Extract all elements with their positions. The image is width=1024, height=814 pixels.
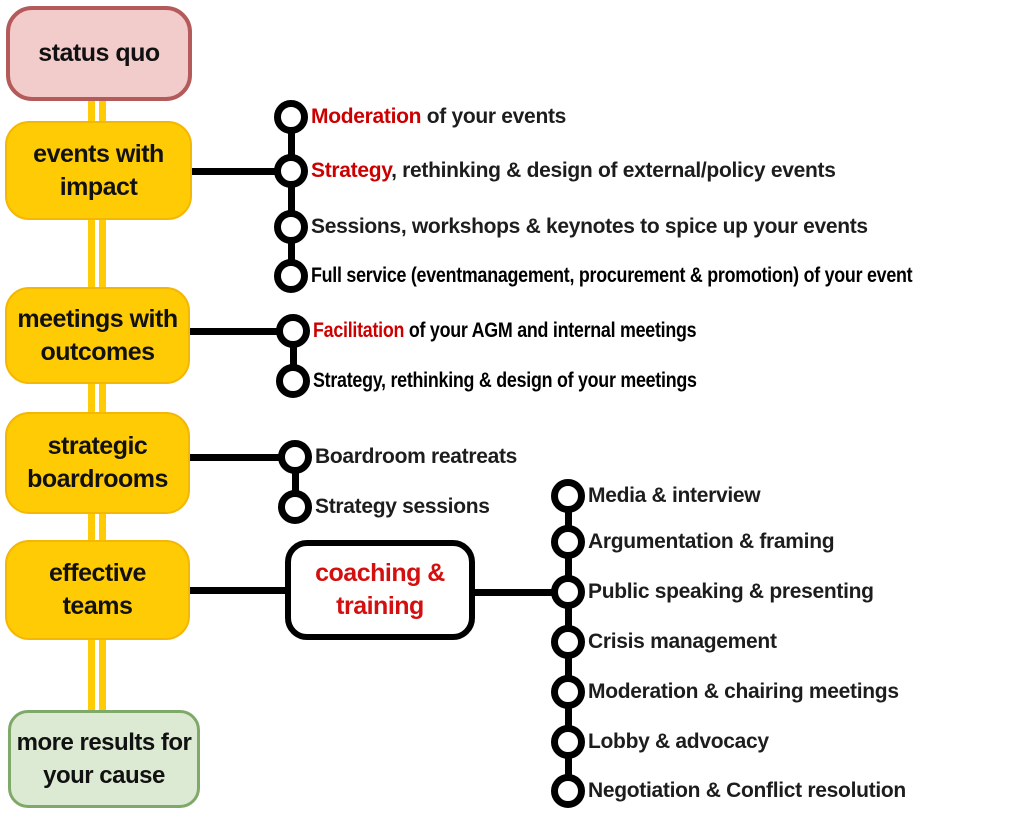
node-coaching-training: coaching & training <box>285 540 475 640</box>
branch-node-icon <box>551 774 585 808</box>
branch-node-icon <box>276 364 310 398</box>
coaching-branch-item-label: Public speaking & presenting <box>588 580 874 603</box>
branch-node-icon <box>551 479 585 513</box>
connector-teams-coaching <box>188 587 287 594</box>
meetings-branch-chain-line <box>290 331 297 381</box>
highlighted-keyword: Moderation <box>311 105 422 128</box>
boardrooms-branch-chain-line <box>292 457 299 507</box>
branch-node-icon <box>551 675 585 709</box>
coaching-branch-item-label: Moderation & chairing meetings <box>588 680 899 703</box>
highlighted-keyword: Strategy <box>311 159 392 182</box>
branch-node-icon <box>274 210 308 244</box>
branch-node-icon <box>274 259 308 293</box>
meetings-branch-item-label: Strategy, rethinking & design of your me… <box>313 369 697 392</box>
events-branch-item-label: Full service (eventmanagement, procureme… <box>311 264 913 287</box>
node-strategic-boardrooms: strategic boardrooms <box>5 412 190 514</box>
meetings-branch-item-label: Facilitation of your AGM and internal me… <box>313 319 697 342</box>
node-effective-teams: effective teams <box>5 540 190 640</box>
branch-node-icon <box>276 314 310 348</box>
node-meetings-with-outcomes: meetings with outcomes <box>5 287 190 384</box>
connector-coaching-topics <box>473 589 555 596</box>
connector-meetings <box>188 328 280 335</box>
coaching-branch-item-label: Lobby & advocacy <box>588 730 769 753</box>
connector-events <box>190 168 278 175</box>
node-more-results: more results for your cause <box>8 710 200 808</box>
events-branch-item-label: Strategy, rethinking & design of externa… <box>311 159 836 182</box>
boardrooms-branch-item-label: Boardroom reatreats <box>315 445 518 468</box>
connector-boardrooms <box>188 454 282 461</box>
coaching-branch-item-label: Argumentation & framing <box>588 530 835 553</box>
branch-node-icon <box>551 725 585 759</box>
branch-node-icon <box>551 525 585 559</box>
events-branch-item-label: Sessions, workshops & keynotes to spice … <box>311 215 868 238</box>
highlighted-keyword: Facilitation <box>313 319 405 342</box>
branch-node-icon <box>551 625 585 659</box>
events-branch-chain-line <box>288 117 295 276</box>
branch-node-icon <box>278 440 312 474</box>
events-branch-item-label: Moderation of your events <box>311 105 567 128</box>
coaching-branch-item-label: Crisis management <box>588 630 777 653</box>
node-status-quo: status quo <box>6 6 192 101</box>
coaching-branch-item-label: Negotiation & Conflict resolution <box>588 779 906 802</box>
branch-node-icon <box>278 490 312 524</box>
branch-node-icon <box>551 575 585 609</box>
branch-node-icon <box>274 154 308 188</box>
coaching-branch-item-label: Media & interview <box>588 484 761 507</box>
branch-node-icon <box>274 100 308 134</box>
node-events-with-impact: events with impact <box>5 121 192 220</box>
boardrooms-branch-item-label: Strategy sessions <box>315 495 490 518</box>
